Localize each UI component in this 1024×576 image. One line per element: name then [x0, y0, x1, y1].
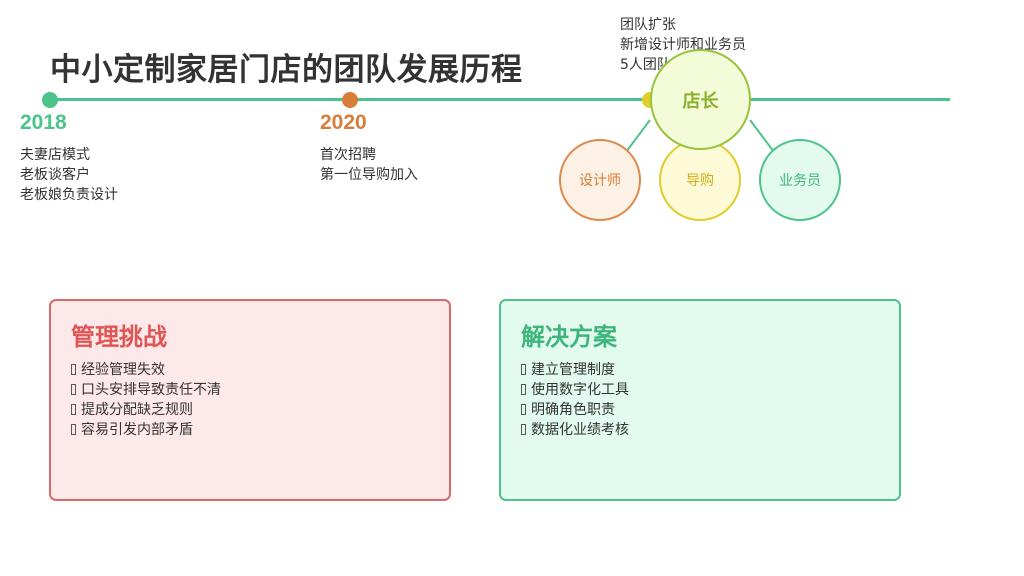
list-item: 使用数字化工具	[521, 380, 879, 400]
role-label: 设计师	[579, 173, 621, 189]
bullet-icon	[71, 424, 76, 435]
bullet-icon	[521, 424, 526, 435]
list-item: 提成分配缺乏规则	[71, 400, 429, 420]
milestone-description: 夫妻店模式 老板谈客户 老板娘负责设计	[20, 145, 118, 205]
milestone-line: 老板谈客户	[20, 167, 90, 183]
role-sales: 业务员	[759, 139, 841, 221]
milestone-line: 老板娘负责设计	[20, 187, 118, 203]
list-item-text: 经验管理失效	[81, 362, 165, 378]
list-item-text: 明确角色职责	[531, 402, 615, 418]
timeline-line	[50, 98, 950, 101]
bullet-icon	[521, 404, 526, 415]
bullet-icon	[521, 364, 526, 375]
role-guide: 导购	[659, 139, 741, 221]
milestone-dot-2018	[42, 92, 58, 108]
page-title: 中小定制家居门店的团队发展历程	[50, 52, 523, 88]
milestone-description: 团队扩张 新增设计师和业务员 5人团队	[620, 15, 746, 75]
solutions-panel: 解决方案 建立管理制度 使用数字化工具 明确角色职责 数据化业绩考核	[499, 299, 901, 501]
milestone-line: 首次招聘	[320, 147, 376, 163]
list-item-text: 数据化业绩考核	[531, 422, 629, 438]
bullet-icon	[71, 364, 76, 375]
milestone-description: 首次招聘 第一位导购加入	[320, 145, 418, 185]
role-label: 店长	[682, 90, 719, 112]
milestone-line: 5人团队	[620, 57, 671, 73]
bullet-icon	[521, 384, 526, 395]
role-label: 业务员	[779, 173, 821, 189]
challenges-title: 管理挑战	[71, 323, 167, 351]
list-item: 明确角色职责	[521, 400, 879, 420]
list-item-text: 容易引发内部矛盾	[81, 422, 193, 438]
list-item: 容易引发内部矛盾	[71, 420, 429, 440]
list-item-text: 使用数字化工具	[531, 382, 629, 398]
solutions-list: 建立管理制度 使用数字化工具 明确角色职责 数据化业绩考核	[521, 360, 879, 440]
milestone-year: 2018	[20, 111, 67, 134]
list-item-text: 提成分配缺乏规则	[81, 402, 193, 418]
list-item: 数据化业绩考核	[521, 420, 879, 440]
milestone-line: 夫妻店模式	[20, 147, 90, 163]
list-item: 建立管理制度	[521, 360, 879, 380]
bullet-icon	[71, 384, 76, 395]
milestone-line: 新增设计师和业务员	[620, 37, 746, 53]
role-manager: 店长	[650, 49, 751, 150]
list-item-text: 建立管理制度	[531, 362, 615, 378]
list-item-text: 口头安排导致责任不清	[81, 382, 221, 398]
milestone-dot-2020	[342, 92, 358, 108]
role-label: 导购	[686, 173, 714, 189]
milestone-line: 第一位导购加入	[320, 167, 418, 183]
list-item: 经验管理失效	[71, 360, 429, 380]
solutions-title: 解决方案	[521, 323, 617, 351]
challenges-list: 经验管理失效 口头安排导致责任不清 提成分配缺乏规则 容易引发内部矛盾	[71, 360, 429, 440]
bullet-icon	[71, 404, 76, 415]
challenges-panel: 管理挑战 经验管理失效 口头安排导致责任不清 提成分配缺乏规则 容易引发内部矛盾	[49, 299, 451, 501]
list-item: 口头安排导致责任不清	[71, 380, 429, 400]
role-designer: 设计师	[559, 139, 641, 221]
milestone-line: 团队扩张	[620, 17, 676, 33]
milestone-year: 2020	[320, 111, 367, 134]
